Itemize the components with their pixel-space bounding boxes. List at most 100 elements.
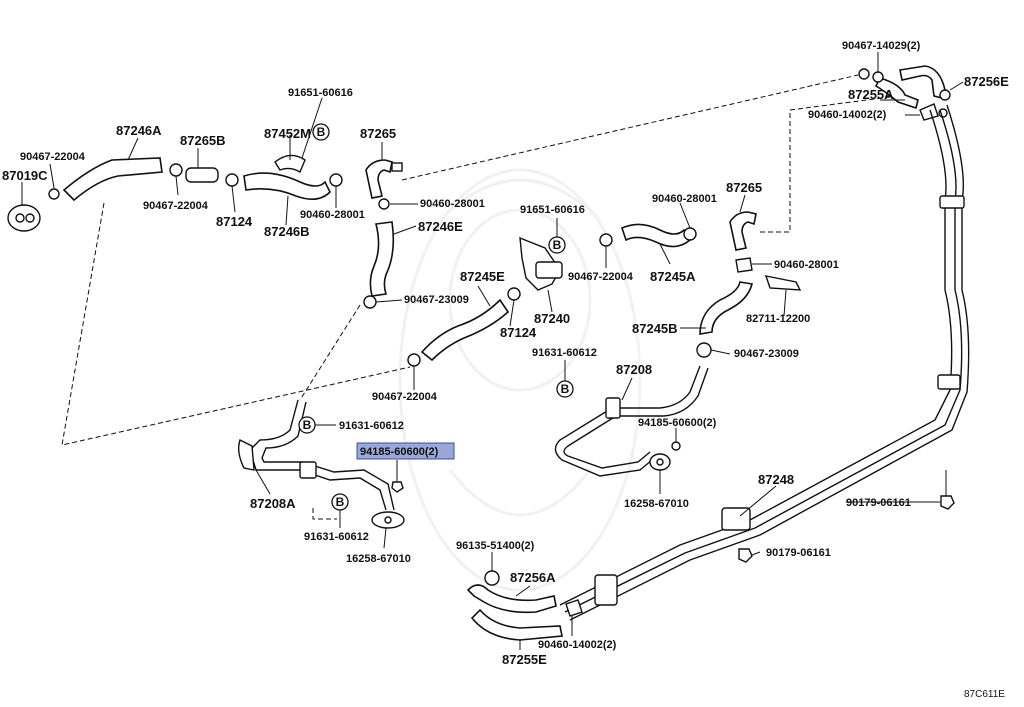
- clamp-90460-28001-a[interactable]: [329, 173, 343, 187]
- clamp-90467-22004-d[interactable]: [407, 353, 421, 367]
- label-91631-60612-b[interactable]: 91631-60612: [339, 420, 404, 432]
- label-90467-23009-a[interactable]: 90467-23009: [404, 294, 469, 306]
- diagram-ref-code: 87C611E: [964, 689, 1005, 700]
- svg-text:B: B: [553, 238, 562, 252]
- label-87240[interactable]: 87240: [534, 311, 570, 326]
- label-87208A[interactable]: 87208A: [250, 496, 296, 511]
- clamp-90460-28001-d[interactable]: [683, 227, 697, 241]
- gasket-16258-67010-b[interactable]: [371, 511, 405, 529]
- bracket-82711-12200[interactable]: [764, 275, 802, 291]
- label-91631-60612-a[interactable]: 91631-60612: [532, 347, 597, 359]
- label-87245E[interactable]: 87245E: [460, 269, 505, 284]
- clamp-96135-51400[interactable]: [484, 570, 500, 586]
- label-87265-b[interactable]: 87265: [726, 180, 762, 195]
- clamp-90467-23009-a[interactable]: [363, 295, 377, 309]
- bolt-90179-06161-a[interactable]: [940, 495, 955, 510]
- gasket-16258-67010-a[interactable]: [649, 453, 671, 471]
- pipe-87208[interactable]: [554, 365, 709, 477]
- hose-87246B[interactable]: [243, 172, 331, 200]
- label-87208[interactable]: 87208: [616, 362, 652, 377]
- label-90467-23009-b[interactable]: 90467-23009: [734, 348, 799, 360]
- label-91651-60616-a[interactable]: 91651-60616: [288, 87, 353, 99]
- label-91631-60612-c[interactable]: 91631-60612: [304, 531, 369, 543]
- label-90460-28001-c[interactable]: 90460-28001: [652, 193, 717, 205]
- clamp-90460-28001-b[interactable]: [378, 198, 390, 210]
- pipe-87248[interactable]: [559, 104, 970, 621]
- label-90467-22004-d[interactable]: 90467-22004: [372, 391, 438, 403]
- nut-94185-60600[interactable]: [391, 481, 404, 493]
- clamp-90460-14002-bot[interactable]: [565, 599, 583, 617]
- clamp-90460-28001-c[interactable]: [599, 233, 613, 247]
- hose-87265-b[interactable]: [729, 211, 757, 251]
- label-90179-06161-b[interactable]: 90179-06161: [766, 547, 831, 559]
- clamp-90467-14029[interactable]: [858, 68, 884, 83]
- label-87255E[interactable]: 87255E: [502, 652, 547, 667]
- label-90460-28001-d[interactable]: 90460-28001: [774, 259, 839, 271]
- label-87248[interactable]: 87248: [758, 472, 794, 487]
- clamp-90467-22004-a[interactable]: [48, 188, 60, 200]
- hose-87245A[interactable]: [621, 223, 692, 248]
- label-87124-a[interactable]: 87124: [216, 214, 253, 229]
- label-87255A-top[interactable]: 87255A: [848, 87, 894, 102]
- hose-87245E[interactable]: [420, 298, 510, 362]
- clamp-87124-b[interactable]: [507, 287, 521, 301]
- clamp-87124-a[interactable]: [225, 173, 239, 187]
- label-87265-a[interactable]: 87265: [360, 126, 396, 141]
- label-90467-22004-a[interactable]: 90467-22004: [20, 151, 86, 163]
- label-90460-28001-b[interactable]: 90460-28001: [420, 198, 485, 210]
- hose-87265-a[interactable]: [365, 159, 403, 199]
- label-82711-12200[interactable]: 82711-12200: [746, 313, 810, 325]
- label-91651-60616-b[interactable]: 91651-60616: [520, 204, 585, 216]
- label-87246B[interactable]: 87246B: [264, 224, 310, 239]
- label-94185-60600-a[interactable]: 94185-60600(2): [638, 417, 717, 429]
- watermark-crest: [398, 168, 642, 592]
- pipe-87208A[interactable]: [237, 399, 395, 511]
- label-87246E[interactable]: 87246E: [418, 219, 463, 234]
- valve-87452M[interactable]: [274, 154, 306, 174]
- label-87452M[interactable]: 87452M: [264, 126, 311, 141]
- label-87256A[interactable]: 87256A: [510, 570, 556, 585]
- clamp-94185-60600-a[interactable]: [671, 441, 681, 451]
- union-87265B[interactable]: [185, 167, 219, 183]
- hose-87256A[interactable]: [466, 584, 557, 614]
- marker-b-91651-60616-a: B: [312, 123, 330, 141]
- label-90467-14029[interactable]: 90467-14029(2): [842, 40, 921, 52]
- clamp-90467-23009-b[interactable]: [696, 342, 712, 358]
- clamp-90460-28001-e[interactable]: [735, 257, 753, 273]
- hose-87246E[interactable]: [369, 221, 395, 297]
- label-90467-22004-c[interactable]: 90467-22004: [568, 271, 634, 283]
- label-87124-b[interactable]: 87124: [500, 325, 537, 340]
- label-87019C[interactable]: 87019C: [2, 168, 48, 183]
- label-16258-67010-a[interactable]: 16258-67010: [624, 498, 689, 510]
- hose-87245B[interactable]: [699, 281, 753, 335]
- leader-lines: [21, 52, 964, 650]
- label-87245A[interactable]: 87245A: [650, 269, 696, 284]
- highlighted-part-box: [356, 442, 455, 460]
- hose-87256E[interactable]: [899, 65, 951, 101]
- label-90460-14002-bot[interactable]: 90460-14002(2): [538, 639, 617, 651]
- hose-87255E[interactable]: [470, 608, 563, 641]
- clamp-90467-22004-b[interactable]: [169, 163, 183, 177]
- svg-text:B: B: [303, 418, 312, 432]
- label-87265B[interactable]: 87265B: [180, 133, 226, 148]
- svg-text:B: B: [336, 495, 345, 509]
- label-90460-28001-a[interactable]: 90460-28001: [300, 209, 365, 221]
- hose-87246A[interactable]: [62, 157, 163, 202]
- svg-text:B: B: [561, 382, 570, 396]
- bolt-90179-06161-b[interactable]: [738, 548, 753, 563]
- svg-text:B: B: [317, 125, 326, 139]
- grommet-87019C[interactable]: [7, 204, 41, 232]
- label-90467-22004-b[interactable]: 90467-22004: [143, 200, 209, 212]
- label-16258-67010-b[interactable]: 16258-67010: [346, 553, 411, 565]
- label-87246A[interactable]: 87246A: [116, 123, 162, 138]
- label-87256E[interactable]: 87256E: [964, 74, 1009, 89]
- label-87245B[interactable]: 87245B: [632, 321, 678, 336]
- marker-b-91651-60616-b: B: [548, 236, 566, 254]
- label-96135-51400[interactable]: 96135-51400(2): [456, 540, 535, 552]
- valve-87240[interactable]: [519, 236, 563, 291]
- label-94185-60600-highlighted[interactable]: 94185-60600(2): [360, 446, 439, 458]
- hose-87255A-top[interactable]: [874, 77, 919, 110]
- label-90179-06161-a[interactable]: 90179-06161: [846, 497, 911, 509]
- label-90460-14002-top[interactable]: 90460-14002(2): [808, 109, 887, 121]
